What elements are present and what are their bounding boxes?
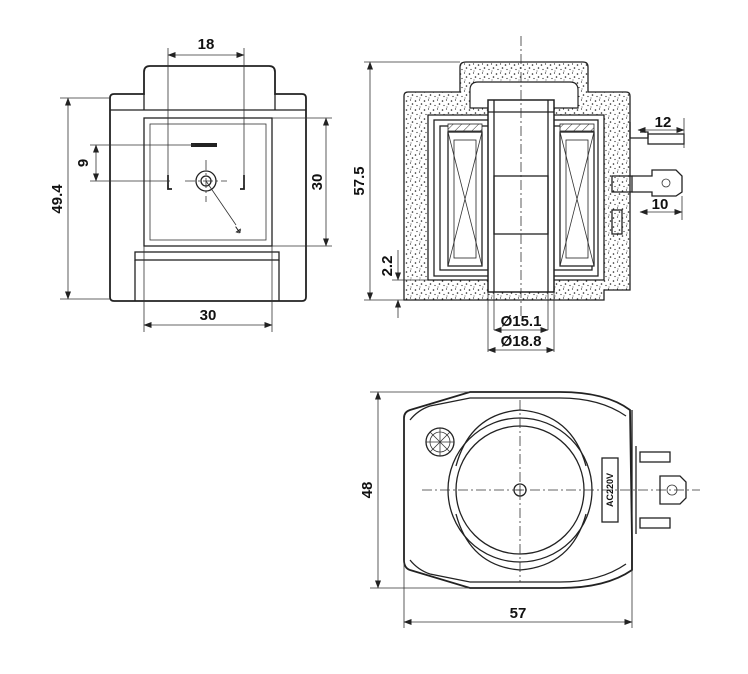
- voltage-label: AC220V: [605, 473, 615, 507]
- dim-top-view-width: 57: [510, 605, 527, 622]
- dim-bottom-width: 30: [200, 307, 217, 324]
- left-pin: [167, 175, 172, 190]
- dim-inner-diameter: Ø15.1: [501, 313, 542, 330]
- dim-base: 2.2: [379, 256, 396, 277]
- dim-top-view-height: 48: [359, 482, 376, 499]
- dim-right-height: 30: [309, 174, 326, 191]
- earth-mark: ⏚: [232, 223, 245, 236]
- top-body-outline: [403, 391, 633, 589]
- dim-outer-diameter: Ø18.8: [501, 333, 542, 350]
- top-pin: [191, 143, 217, 147]
- dim-terminal-mid: 10: [652, 196, 669, 213]
- dim-section-height: 57.5: [351, 166, 368, 195]
- top-view: AC220V 48 57: [359, 391, 700, 628]
- right-pin: [240, 175, 245, 190]
- dim-pin-offset: 9: [75, 159, 92, 167]
- dim-top-width: 18: [198, 36, 215, 53]
- front-view: ⏚ 18 9 49.4 30 30: [49, 36, 332, 332]
- dim-left-height: 49.4: [49, 184, 66, 214]
- dim-terminal-top: 12: [655, 114, 672, 131]
- section-view: 57.5 2.2 12 10 Ø15.1 Ø18.8: [351, 36, 685, 353]
- front-plate: [143, 117, 273, 247]
